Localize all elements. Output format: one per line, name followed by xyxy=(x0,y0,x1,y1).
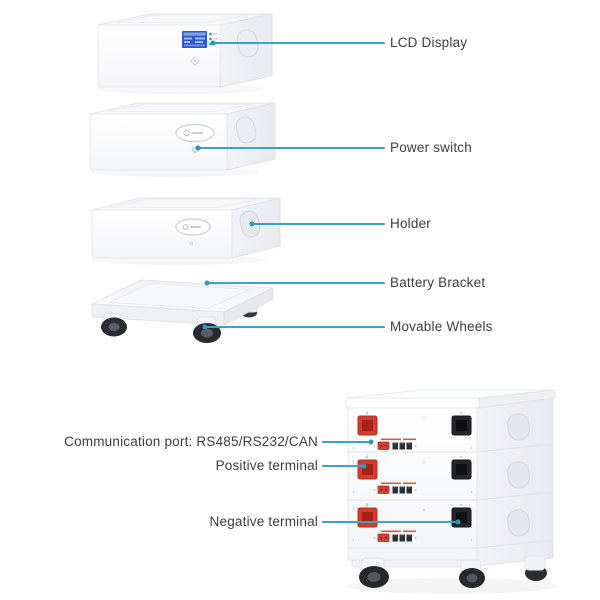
comm-ports xyxy=(373,530,417,542)
comm-ports xyxy=(373,482,417,494)
info-badge xyxy=(175,123,215,143)
power-switch-unit xyxy=(89,102,276,171)
caster-wheel-left-icon xyxy=(101,312,127,337)
lcd-screen xyxy=(182,31,207,48)
leader-line-negative xyxy=(322,521,459,523)
leader-dot-comm-port xyxy=(368,439,374,445)
holder-unit xyxy=(91,197,281,259)
leader-line-comm-port xyxy=(322,441,372,443)
label-positive-terminal: Positive terminal xyxy=(215,458,318,473)
leader-dot-power-switch xyxy=(195,145,201,151)
positive-terminal xyxy=(357,415,378,436)
leader-line-bracket xyxy=(208,282,385,284)
label-negative-terminal: Negative terminal xyxy=(209,514,318,529)
nav-button-icon xyxy=(189,55,201,67)
battery-module xyxy=(352,411,473,450)
battery-stack xyxy=(345,389,557,594)
stack-wheel-front-right-icon xyxy=(459,559,485,588)
label-comm-port: Communication port: RS485/RS232/CAN xyxy=(64,434,318,449)
label-movable-wheels: Movable Wheels xyxy=(390,319,493,334)
stack-wheel-front-left-icon xyxy=(359,557,389,588)
side-handle-icon xyxy=(507,509,530,537)
side-handle-icon xyxy=(235,116,257,144)
leader-line-lcd-display xyxy=(214,42,385,44)
stack-wheel-rear-right-icon xyxy=(524,555,547,581)
label-power-switch: Power switch xyxy=(390,140,472,155)
positive-terminal xyxy=(357,459,378,480)
leader-dot-positive xyxy=(361,463,367,469)
label-holder: Holder xyxy=(390,216,431,231)
leader-line-positive xyxy=(322,465,365,467)
side-handle-icon xyxy=(507,413,530,441)
negative-terminal xyxy=(451,459,472,480)
leader-line-holder xyxy=(252,223,385,225)
positive-terminal xyxy=(357,507,378,528)
screw-dot xyxy=(189,241,193,246)
leader-dot-bracket xyxy=(204,280,210,286)
label-battery-bracket: Battery Bracket xyxy=(390,275,486,290)
lcd-unit xyxy=(97,13,273,88)
side-handle-icon xyxy=(507,461,530,489)
leader-dot-holder xyxy=(249,221,255,227)
battery-module xyxy=(352,455,473,494)
comm-ports xyxy=(373,438,417,450)
info-badge xyxy=(175,218,211,236)
leader-dot-negative xyxy=(455,519,461,525)
leader-dot-lcd-display xyxy=(210,40,216,46)
negative-terminal xyxy=(451,507,472,528)
leader-line-wheels xyxy=(206,326,385,328)
label-lcd-display: LCD Display xyxy=(390,35,468,50)
battery-bracket xyxy=(90,279,275,343)
negative-terminal xyxy=(451,415,472,436)
leader-dot-wheels xyxy=(202,324,208,330)
leader-line-power-switch xyxy=(199,147,385,149)
